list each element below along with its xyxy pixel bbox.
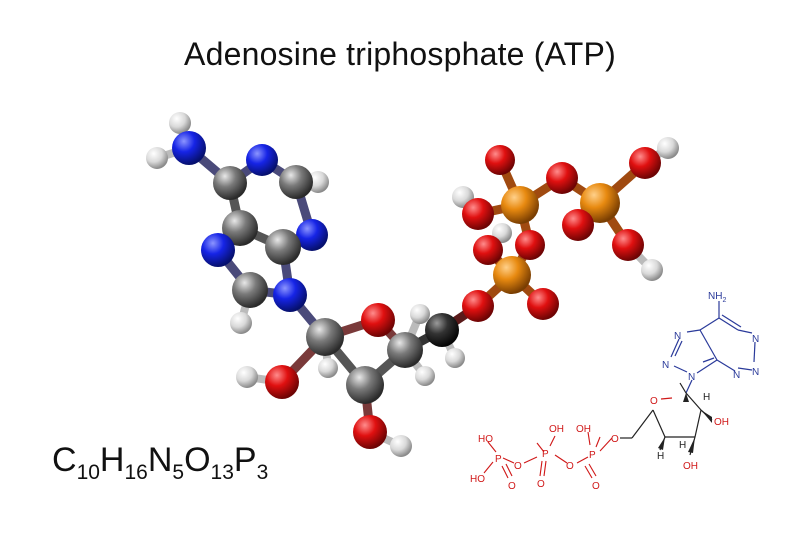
oxygen-atom: [612, 229, 644, 261]
hydroxyl-label: OH: [683, 461, 698, 472]
oxygen-atom: [629, 147, 661, 179]
formula-count-carbon: 10: [76, 461, 100, 484]
formula-element-hydrogen: H: [99, 441, 125, 479]
hydrogen-atom: [410, 304, 430, 324]
carbon-atom: [346, 366, 384, 404]
oxygen-atom: [562, 209, 594, 241]
carbon-atom: [425, 313, 459, 347]
nitrogen-atom: [201, 233, 235, 267]
hydrogen-label: H: [679, 440, 686, 451]
hydrogen-atom: [307, 171, 329, 193]
oxygen-atom: [462, 198, 494, 230]
formula-count-hydrogen: 16: [124, 461, 148, 484]
hydroxyl-label: OH: [576, 424, 591, 435]
phosphorus-label: P: [495, 454, 502, 465]
hydroxyl-label: HO: [478, 434, 493, 445]
double-bond-oxygen-label: O: [537, 479, 545, 490]
hydroxyl-label: OH: [549, 424, 564, 435]
phosphorus-label: P: [542, 449, 549, 460]
phosphorus-atom: [493, 256, 531, 294]
carbon-atom: [265, 229, 301, 265]
adenine-bonds: [670, 301, 756, 394]
hydrogen-label: H: [703, 392, 710, 403]
hydrogen-label: H: [657, 451, 664, 462]
bridge-oxygen-label: O: [566, 461, 574, 472]
atoms: [146, 112, 679, 457]
oxygen-atom: [527, 288, 559, 320]
formula-count-phosphorus: 3: [256, 461, 269, 484]
hydrogen-atom: [641, 259, 663, 281]
carbon-atom: [387, 332, 423, 368]
carbon-atom: [213, 166, 247, 200]
nitrogen-atom: [172, 131, 206, 165]
oxygen-atom: [353, 415, 387, 449]
oxygen-atom: [473, 235, 503, 265]
hydrogen-atom: [390, 435, 412, 457]
page-title: Adenosine triphosphate (ATP): [184, 36, 616, 72]
ring-nitrogen-label: N: [752, 334, 759, 345]
bridge-oxygen-label: O: [611, 434, 619, 445]
ball-and-stick-model: [146, 112, 679, 457]
hydrogen-atom: [169, 112, 191, 134]
hydrogen-atom: [236, 366, 258, 388]
formula-count-oxygen: 13: [210, 461, 234, 484]
ring-nitrogen-label: N: [662, 360, 669, 371]
carbon-atom: [306, 318, 344, 356]
amino-group-label: NH2: [708, 291, 726, 304]
hydroxyl-label: OH: [714, 417, 729, 428]
hydrogen-atom: [445, 348, 465, 368]
oxygen-atom: [546, 162, 578, 194]
ring-oxygen-label: O: [650, 396, 658, 407]
oxygen-atom: [462, 290, 494, 322]
carbon-atom: [232, 272, 268, 308]
sugar-wedges: [658, 393, 712, 453]
carbon-atom: [279, 165, 313, 199]
phosphorus-atom: [580, 183, 620, 223]
hydrogen-atom: [318, 358, 338, 378]
formula-element-carbon: C: [52, 441, 77, 479]
nitrogen-atom: [296, 219, 328, 251]
nitrogen-atom: [273, 278, 307, 312]
sugar-ring-oxygen-bonds: [660, 397, 673, 400]
oxygen-atom: [515, 230, 545, 260]
carbon-atom: [222, 210, 258, 246]
bridge-oxygen-label: O: [514, 461, 522, 472]
ring-nitrogen-label: N: [688, 372, 695, 383]
formula-element-nitrogen: N: [147, 441, 173, 479]
ring-nitrogen-label: N: [752, 367, 759, 378]
hydrogen-atom: [230, 312, 252, 334]
double-bond-oxygen-label: O: [592, 481, 600, 492]
phosphate-labels: O P OH O O P OH O O P HO HO O: [470, 424, 619, 492]
hydrogen-atom: [146, 147, 168, 169]
phosphorus-label: P: [589, 450, 596, 461]
nitrogen-atom: [246, 144, 278, 176]
formula-count-nitrogen: 5: [172, 461, 185, 484]
formula-element-oxygen: O: [184, 441, 211, 479]
double-bond-oxygen-label: O: [508, 481, 516, 492]
phosphate-bonds: [483, 431, 613, 479]
skeletal-formula: NH2 N N N N N N O H H H OH OH O P OH O O…: [470, 291, 759, 492]
oxygen-atom: [361, 303, 395, 337]
adenine-labels: NH2 N N N N N N: [662, 291, 759, 383]
hydroxyl-label: HO: [470, 474, 485, 485]
hydrogen-atom: [415, 366, 435, 386]
sugar-bonds: [620, 382, 713, 456]
hydrogen-atom: [657, 137, 679, 159]
molecular-formula: C10H16N5O13P3: [52, 441, 268, 485]
formula-element-phosphorus: P: [233, 441, 257, 479]
ring-nitrogen-label: N: [733, 370, 740, 381]
ring-nitrogen-label: N: [674, 331, 681, 342]
sugar-labels: O H H H OH OH: [650, 392, 729, 472]
oxygen-atom: [485, 145, 515, 175]
phosphorus-atom: [501, 186, 539, 224]
oxygen-atom: [265, 365, 299, 399]
